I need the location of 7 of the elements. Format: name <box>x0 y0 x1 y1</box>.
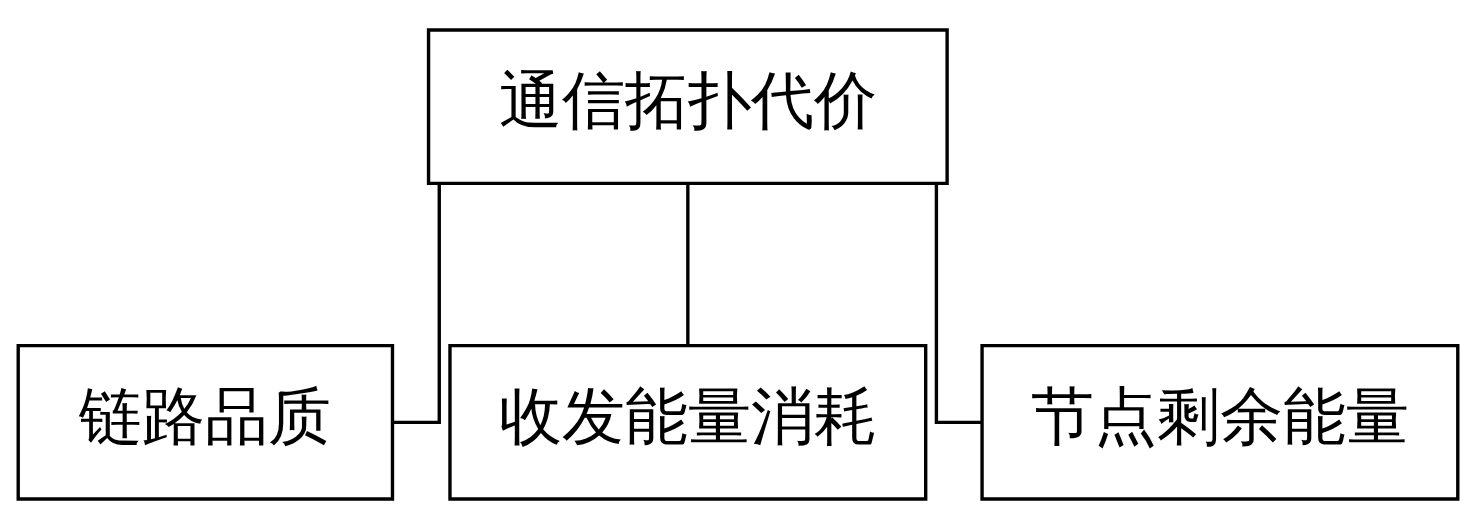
node-box: 节点剩余能量 <box>980 343 1460 501</box>
node-box: 通信拓扑代价 <box>426 27 949 185</box>
node-box: 收发能量消耗 <box>448 343 928 501</box>
connector <box>934 183 982 424</box>
node-box: 链路品质 <box>16 343 395 501</box>
connector <box>393 183 441 424</box>
connector <box>686 183 690 345</box>
